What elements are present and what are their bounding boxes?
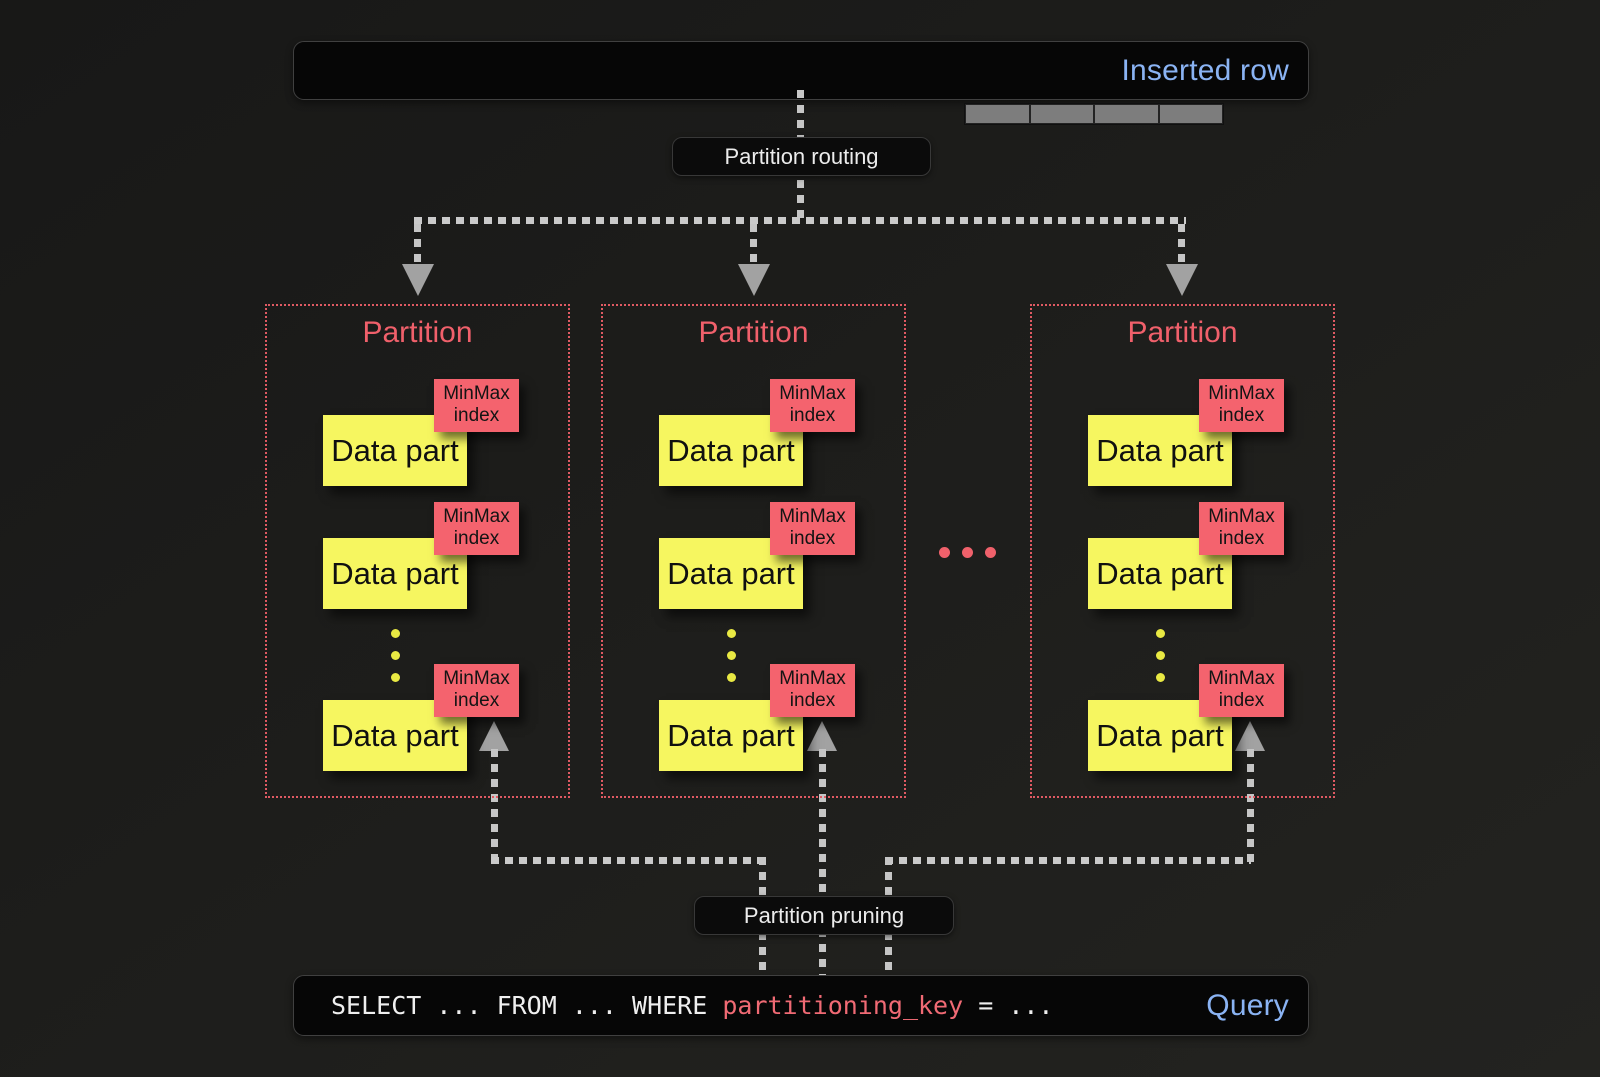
pruning-line [1247, 749, 1254, 864]
partition-routing-label: Partition routing [672, 137, 931, 176]
arrow-down-icon [738, 264, 770, 296]
pruning-rail-right [885, 857, 1251, 864]
routing-drop-line [1178, 224, 1185, 264]
data-part-box: Data part [1088, 700, 1232, 771]
minmax-index-tag: MinMax index [1199, 664, 1284, 717]
routing-branch-line [414, 217, 1186, 224]
arrow-up-icon [807, 721, 837, 751]
pruning-rail-left [491, 857, 765, 864]
row-segment [1029, 104, 1094, 124]
arrow-up-icon [1235, 721, 1265, 751]
more-parts-ellipsis [323, 629, 467, 695]
pruning-line [491, 749, 498, 864]
arrow-down-icon [1166, 264, 1198, 296]
routing-drop-line [414, 224, 421, 264]
partition-box: Partition Data part MinMax index Data pa… [1030, 304, 1335, 798]
data-part-group: Data part MinMax index [659, 502, 855, 609]
sql-text-before: SELECT ... FROM ... WHERE [331, 991, 723, 1020]
minmax-index-tag: MinMax index [434, 502, 519, 555]
row-segment [1094, 104, 1159, 124]
more-parts-ellipsis [659, 629, 803, 695]
partition-title: Partition [1127, 316, 1238, 349]
more-partitions-ellipsis [939, 547, 996, 558]
minmax-index-tag: MinMax index [434, 379, 519, 432]
partition-pruning-label: Partition pruning [694, 896, 954, 935]
minmax-index-tag: MinMax index [770, 379, 855, 432]
pruning-line [819, 749, 826, 975]
sql-text-after: = ... [963, 991, 1054, 1020]
data-part-group: Data part MinMax index [323, 379, 519, 486]
data-part-group: Data part MinMax index [1088, 502, 1284, 609]
data-part-group: Data part MinMax index [659, 664, 855, 771]
inserted-row-label: Inserted row [1121, 53, 1289, 87]
row-segment [1158, 104, 1223, 124]
partition-title: Partition [698, 316, 809, 349]
data-part-box: Data part [1088, 415, 1232, 486]
minmax-index-tag: MinMax index [770, 664, 855, 717]
query-label: Query [1206, 988, 1289, 1022]
partition-box: Partition Data part MinMax index Data pa… [265, 304, 570, 798]
data-part-group: Data part MinMax index [323, 502, 519, 609]
arrow-up-icon [479, 721, 509, 751]
more-parts-ellipsis [1088, 629, 1232, 695]
minmax-index-tag: MinMax index [770, 502, 855, 555]
data-part-box: Data part [659, 415, 803, 486]
row-segment [965, 104, 1030, 124]
routing-drop-line [750, 224, 757, 264]
partition-box: Partition Data part MinMax index Data pa… [601, 304, 906, 798]
inserted-row-box: Inserted row [293, 41, 1309, 125]
sql-partitioning-key: partitioning_key [722, 991, 964, 1020]
arrow-down-icon [402, 264, 434, 296]
minmax-index-tag: MinMax index [1199, 379, 1284, 432]
data-part-group: Data part MinMax index [1088, 379, 1284, 486]
data-part-group: Data part MinMax index [659, 379, 855, 486]
query-box: SELECT ... FROM ... WHERE partitioning_k… [293, 975, 1309, 1036]
minmax-index-tag: MinMax index [1199, 502, 1284, 555]
data-part-group: Data part MinMax index [1088, 664, 1284, 771]
minmax-index-tag: MinMax index [434, 664, 519, 717]
sql-query-text: SELECT ... FROM ... WHERE partitioning_k… [331, 976, 1053, 1035]
inserted-row-segments [964, 103, 1224, 125]
data-part-box: Data part [659, 538, 803, 609]
partition-title: Partition [362, 316, 473, 349]
data-part-group: Data part MinMax index [323, 664, 519, 771]
